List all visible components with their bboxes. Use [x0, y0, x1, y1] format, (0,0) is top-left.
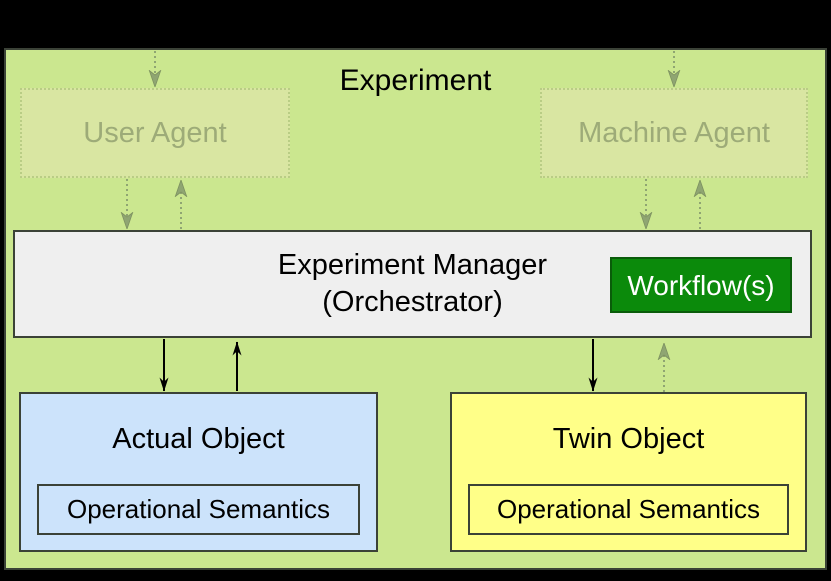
user-agent-label: User Agent: [83, 116, 227, 149]
twin-object-node: Twin Object Operational Semantics: [450, 392, 807, 552]
machine-agent-label: Machine Agent: [578, 116, 770, 149]
actual-operational-semantics-node: Operational Semantics: [37, 484, 360, 535]
experiment-frame: Experiment User Agent Machine Agent Expe…: [4, 48, 827, 570]
actual-object-node: Actual Object Operational Semantics: [19, 392, 378, 552]
twin-object-label: Twin Object: [552, 422, 705, 455]
experiment-manager-node: Experiment Manager (Orchestrator) Workfl…: [13, 230, 812, 338]
workflow-label: Workflow(s): [627, 269, 775, 301]
twin-operational-semantics-node: Operational Semantics: [468, 484, 789, 535]
user-agent-node: User Agent: [20, 88, 290, 178]
machine-agent-node: Machine Agent: [540, 88, 808, 178]
workflow-node: Workflow(s): [610, 257, 792, 313]
diagram-title: Experiment: [339, 64, 492, 97]
experiment-manager-label: Experiment Manager (Orchestrator): [277, 249, 548, 318]
actual-object-label: Actual Object: [112, 422, 285, 455]
